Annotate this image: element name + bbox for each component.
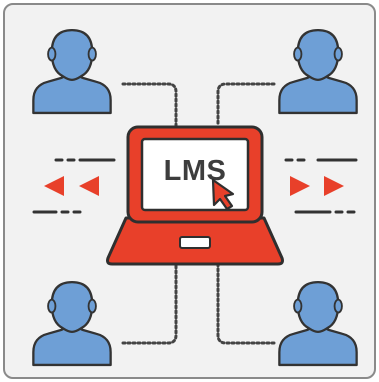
right-flow xyxy=(284,158,358,214)
left-flow xyxy=(32,158,116,214)
connector-bottom-left xyxy=(121,260,178,345)
double-arrow-left-icon xyxy=(44,176,99,196)
double-arrow-right-icon xyxy=(290,176,344,196)
connector-top-left xyxy=(121,82,178,128)
connector-bottom-right xyxy=(216,260,276,345)
cursor-icon xyxy=(211,178,235,211)
laptop-trackpad xyxy=(179,236,211,249)
connector-top-right xyxy=(216,82,276,128)
connector-lines xyxy=(121,82,276,345)
laptop-icon: LMS xyxy=(106,125,284,266)
